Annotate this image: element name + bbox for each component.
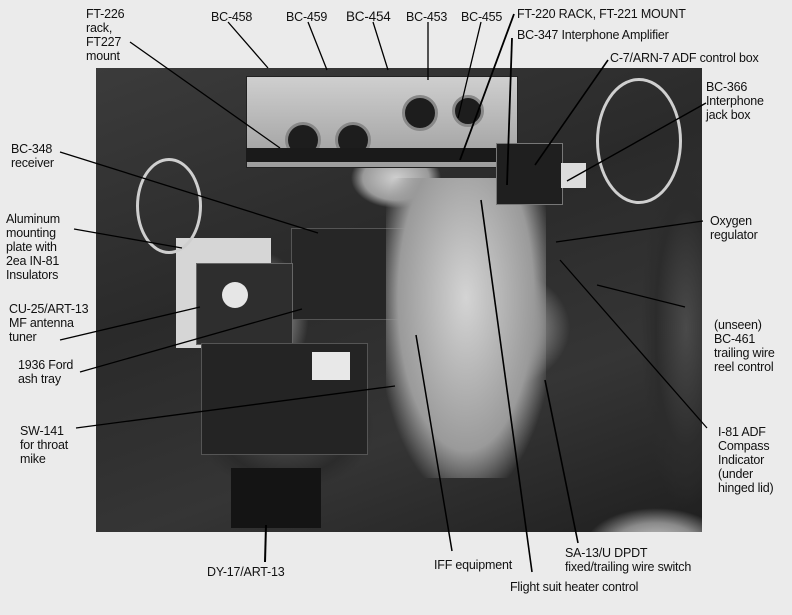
label-ft226: FT-226 rack, FT227 mount bbox=[86, 7, 125, 63]
label-i81: I-81 ADF Compass Indicator (under hinged… bbox=[718, 425, 774, 495]
dial-icon bbox=[452, 95, 484, 127]
tuner-dial-icon bbox=[222, 282, 248, 308]
radio-operator bbox=[386, 178, 546, 478]
meter-window bbox=[312, 352, 350, 380]
label-ft220: FT-220 RACK, FT-221 MOUNT bbox=[517, 7, 686, 21]
label-cu25: CU-25/ART-13 MF antenna tuner bbox=[9, 302, 89, 344]
label-bc461: (unseen) BC-461 trailing wire reel contr… bbox=[714, 318, 775, 374]
label-bc458: BC-458 bbox=[211, 10, 253, 24]
label-bc459: BC-459 bbox=[286, 10, 328, 24]
antenna-tuner bbox=[196, 263, 293, 345]
jack-box bbox=[561, 163, 586, 188]
label-heater: Flight suit heater control bbox=[510, 580, 639, 594]
label-ashtray: 1936 Ford ash tray bbox=[18, 358, 74, 386]
label-bc453: BC-453 bbox=[406, 10, 448, 24]
label-bc348: BC-348 receiver bbox=[11, 142, 54, 170]
dial-icon bbox=[402, 95, 438, 131]
label-bc455: BC-455 bbox=[461, 10, 503, 24]
label-oxygen: Oxygen regulator bbox=[710, 214, 758, 242]
radio-station-photo bbox=[96, 68, 702, 532]
cable bbox=[596, 78, 682, 204]
label-bc366: BC-366 Interphone jack box bbox=[706, 80, 764, 122]
art13-transmitter bbox=[201, 343, 368, 455]
label-sa13: SA-13/U DPDT fixed/trailing wire switch bbox=[565, 546, 692, 574]
adf-control-box bbox=[496, 143, 563, 205]
dynamotor bbox=[231, 468, 321, 528]
label-iff: IFF equipment bbox=[434, 558, 512, 572]
label-sw141: SW-141 for throat mike bbox=[20, 424, 69, 466]
label-bc347: BC-347 Interphone Amplifier bbox=[517, 28, 669, 42]
label-c7-arn7: C-7/ARN-7 ADF control box bbox=[610, 51, 759, 65]
rack-bar bbox=[246, 148, 526, 162]
label-aluminum-plate: Aluminum mounting plate with 2ea IN-81 I… bbox=[6, 212, 60, 282]
label-dy17: DY-17/ART-13 bbox=[207, 565, 285, 579]
label-bc454: BC-454 bbox=[346, 9, 391, 24]
cable bbox=[136, 158, 202, 254]
